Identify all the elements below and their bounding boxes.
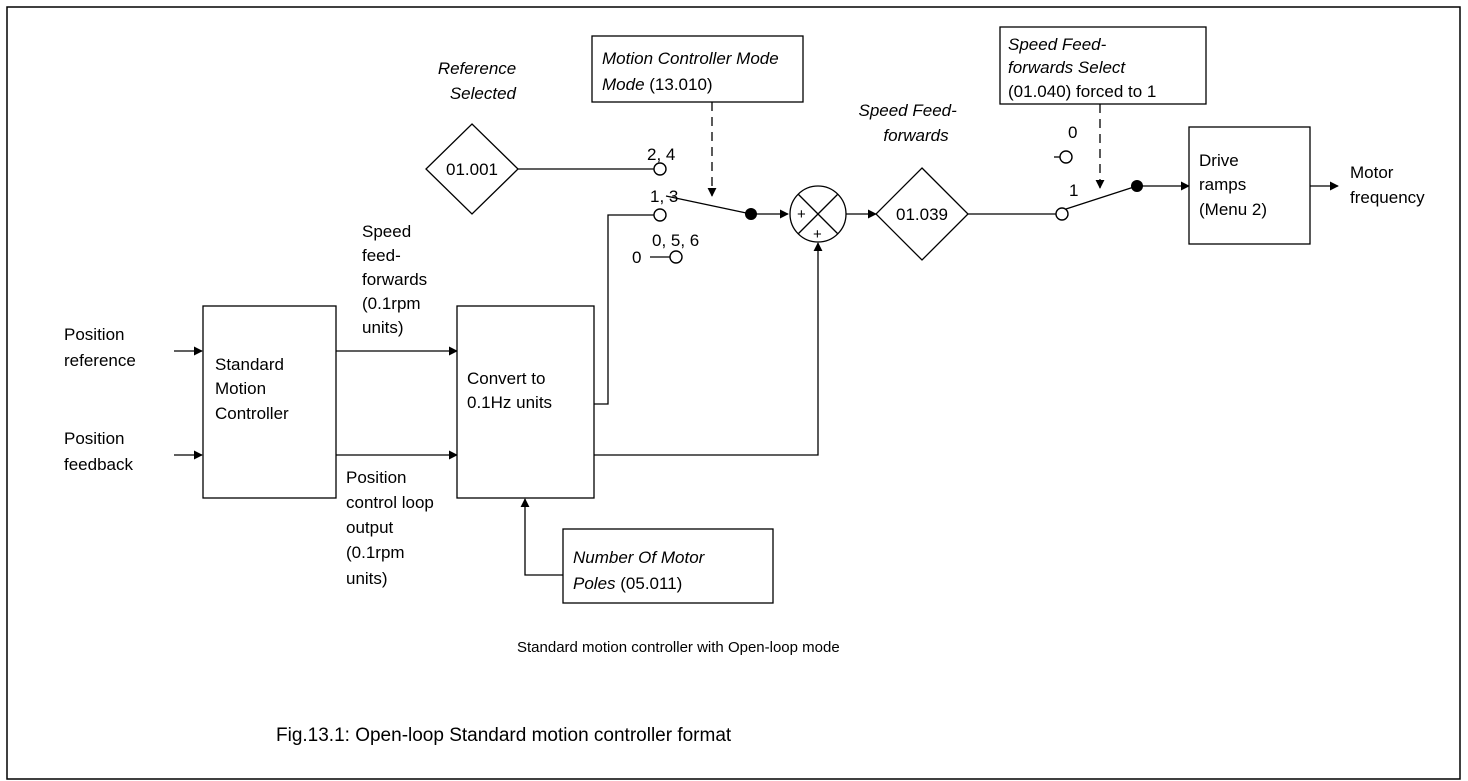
motion-controller-mode-label: Motion Controller Mode <box>602 49 779 68</box>
speed-ff-param-value: 01.039 <box>896 205 948 224</box>
switch1-terminal-c <box>669 250 683 264</box>
motor-poles-box <box>562 528 774 604</box>
summing-cross-2 <box>797 193 839 235</box>
motor-poles-line1: Number Of Motor <box>573 548 706 567</box>
reference-param-diamond <box>425 123 519 215</box>
speed-ff-select-line1: Speed Feed- <box>1008 35 1107 54</box>
reference-selected-label: Reference Selected <box>438 59 521 103</box>
position-loop-output-label: Position control loop output (0.1rpm uni… <box>346 468 439 588</box>
switch1-pos-c-label: 0, 5, 6 <box>652 231 699 250</box>
speed-ff-units-label: Speed feed- forwards (0.1rpm units) <box>362 222 432 337</box>
convert-to-sum-wire <box>594 242 823 456</box>
figure-title: Fig.13.1: Open-loop Standard motion cont… <box>276 725 732 746</box>
convert-units-label: Convert to 0.1Hz units <box>467 369 552 412</box>
switch1-blade <box>665 195 752 215</box>
switch1-pos-b-label: 1, 3 <box>650 187 678 206</box>
position-feedback-label: Position feedback <box>64 429 133 474</box>
diagram-caption: Standard motion controller with Open-loo… <box>517 639 840 656</box>
switch2-terminal-0 <box>1059 150 1073 164</box>
switch1-terminal-b <box>653 208 667 222</box>
switch2-pos-0-label: 0 <box>1068 123 1077 142</box>
standard-motion-controller-box <box>202 305 337 499</box>
speed-ff-select-line3: (01.040) forced to 1 <box>1008 82 1156 101</box>
motor-frequency-label: Motor frequency <box>1350 163 1425 207</box>
switch2-pos-1-label: 1 <box>1069 181 1078 200</box>
switch1-terminal-a <box>653 162 667 176</box>
switch1-zero-input: 0 <box>632 248 641 267</box>
summing-sign-bottom: + <box>813 226 822 243</box>
speed-ff-param-diamond <box>875 167 969 261</box>
drive-ramps-box <box>1188 126 1311 245</box>
convert-units-box <box>456 305 595 499</box>
speed-ff-select-box <box>999 26 1207 105</box>
motion-controller-mode-box <box>591 35 804 103</box>
drive-ramps-label: Drive ramps (Menu 2) <box>1199 151 1267 219</box>
figure-frame <box>6 6 1461 780</box>
reference-param-value: 01.001 <box>446 160 498 179</box>
convert-to-switch1-wire <box>594 214 654 405</box>
speed-ff-select-line2: forwards Select <box>1008 58 1126 77</box>
motor-poles-line2: Poles (05.011) <box>573 574 682 593</box>
position-reference-label: Position reference <box>64 325 136 370</box>
summing-sign-top: + <box>797 206 806 223</box>
switch1-pos-a-label: 2, 4 <box>647 145 675 164</box>
motion-controller-mode-param: Mode (13.010) <box>602 75 713 94</box>
standard-motion-controller-label: Standard Motion Controller <box>215 355 289 423</box>
switch2-blade <box>1065 185 1138 210</box>
speed-ff-label: Speed Feed- forwards <box>858 101 961 145</box>
poles-to-convert-wire <box>520 498 563 576</box>
switch2-terminal-1 <box>1055 207 1069 221</box>
